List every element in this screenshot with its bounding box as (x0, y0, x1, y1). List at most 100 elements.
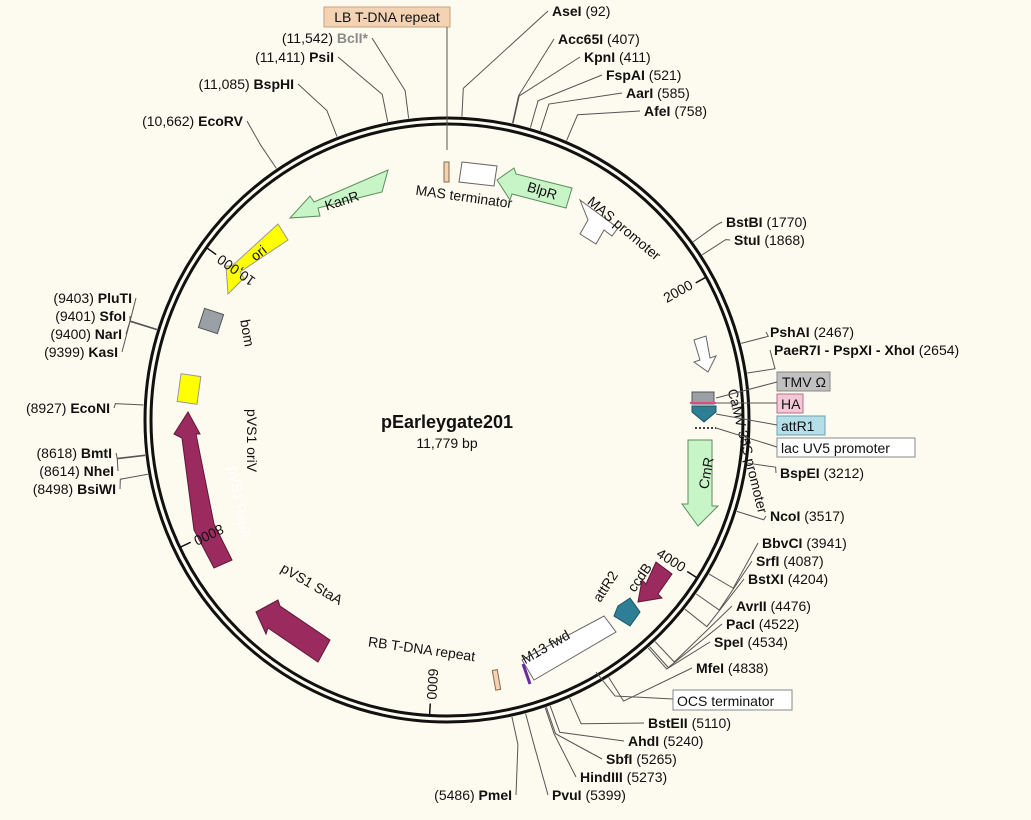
site-pvui-position: (5399) (585, 787, 625, 803)
site-asei-name: AseI (552, 3, 582, 19)
site-ahdi-leader (549, 705, 625, 742)
site-sbfi-name: SbfI (606, 751, 632, 767)
site-bcli-label: (11,542) BclI* (282, 30, 369, 46)
ocs-label-box (672, 689, 793, 711)
site-bsiwi-label: (8498) BsiWI (33, 481, 116, 497)
site-bsphi-name: BspHI (254, 76, 294, 92)
site-econi-position: (8927) (26, 400, 66, 416)
site-stui-leader (701, 239, 731, 256)
lb-tdna-label: LB T-DNA repeat (334, 9, 440, 25)
cmr-label: CmR (695, 456, 716, 490)
site-bbvci-label: BbvCI (3941) (762, 535, 847, 551)
site-ncoi-position: (3517) (804, 508, 844, 524)
site-avrii-name: AvrII (736, 598, 767, 614)
ha-label: HA (781, 396, 801, 412)
site-bmti-name: BmtI (81, 445, 112, 461)
mas-promoter-arrow (578, 198, 619, 245)
site-ahdi-position: (5240) (663, 733, 703, 749)
lacuv5-leader (715, 427, 778, 448)
site-pluti-label: (9403) PluTI (53, 290, 132, 306)
site-bsiwi-name: BsiWI (77, 481, 116, 497)
tick-4000-mark (686, 570, 698, 579)
site-pvui-leader (525, 713, 549, 796)
site-nhei-label: (8614) NheI (39, 463, 114, 479)
site-asei-label: AseI (92) (552, 3, 610, 19)
site-pluti-leader (129, 297, 158, 330)
site-bsiwi-position: (8498) (33, 481, 73, 497)
site-bcli-name: BclI* (337, 30, 369, 46)
site-pshai-label: PshAI (2467) (770, 324, 854, 340)
site-bbvci-name: BbvCI (762, 535, 802, 551)
tmv-label-box (776, 371, 831, 392)
site-psii-name: PsiI (309, 49, 334, 65)
site-nari-name: NarI (95, 326, 122, 342)
site-pluti-position: (9403) (53, 290, 93, 306)
site-afei-name: AfeI (644, 103, 670, 119)
site-bcli-leader (371, 37, 410, 119)
site-acc65i-leader (511, 38, 555, 124)
site-pvui-name: PvuI (552, 787, 582, 803)
m13-fwd-feature (521, 615, 617, 681)
site-bspei-name: BspEI (780, 465, 820, 481)
site-bmti-position: (8618) (37, 445, 77, 461)
lacuv5-label-box (776, 437, 916, 458)
site-afei-position: (758) (674, 103, 707, 119)
site-econi-name: EcoNI (70, 400, 110, 416)
site-bcli-position: (11,542) (282, 30, 333, 46)
pvs1-repa-arrow (173, 411, 233, 569)
cmr-arrow (681, 439, 720, 527)
site-bstxi-name: BstXI (748, 571, 784, 587)
site-ncoi-label: NcoI (3517) (770, 508, 845, 524)
restriction-sites: AseI (92)Acc65I (407)KpnI (411)FspAI (52… (26, 3, 959, 803)
attr2-arrow (613, 597, 641, 627)
site-kasi-leader (121, 320, 157, 353)
site-psii-leader (337, 56, 389, 122)
site-bsteii-leader (569, 697, 645, 725)
site-kpni-position: (411) (619, 49, 651, 65)
site-ecorv-position: (10,662) (142, 113, 194, 129)
plasmid-size: 11,779 bp (416, 435, 477, 451)
site-ncoi-name: NcoI (770, 508, 800, 524)
m13-fwd-marker (521, 663, 532, 685)
site-spei-label: SpeI (4534) (714, 634, 788, 650)
attr1-label: attR1 (781, 418, 815, 434)
site-srfi-label: SrfI (4087) (756, 553, 824, 569)
site-srfi-position: (4087) (783, 553, 823, 569)
attr1-label-box (776, 415, 826, 436)
site-sfoi-position: (9401) (55, 308, 95, 324)
site-ncoi-leader (736, 510, 767, 521)
rb-tdna-label: RB T-DNA repeat (367, 633, 476, 664)
bom-feature (197, 307, 225, 335)
site-stui-position: (1868) (764, 232, 804, 248)
site-fspai-leader (529, 74, 603, 128)
blpr-arrow (496, 167, 573, 209)
site-nari-label: (9400) NarI (50, 326, 122, 342)
mas-terminator-feature (458, 161, 498, 187)
site-fspai-label: FspAI (521) (606, 67, 681, 83)
site-bspei-position: (3212) (824, 465, 864, 481)
ori-arrow (225, 223, 289, 296)
site-afei-leader (566, 110, 641, 141)
site-bmti-label: (8618) BmtI (37, 445, 112, 461)
site-bstbi-position: (1770) (766, 214, 806, 230)
site-bstxi-position: (4204) (788, 571, 828, 587)
site-econi-leader (113, 403, 144, 409)
site-mfei-label: MfeI (4838) (696, 660, 768, 676)
site-asei-leader (461, 10, 549, 117)
site-bbvci-position: (3941) (806, 535, 846, 551)
tick-6000-mark (428, 703, 432, 716)
site-psii-label: (11,411) PsiI (255, 49, 334, 65)
site-sfoi-name: SfoI (100, 308, 126, 324)
tick-2000-label: 2000 (660, 277, 695, 306)
site-acc65i-name: Acc65I (558, 31, 603, 47)
lb-tdna-marker (443, 161, 450, 183)
site-hindiii-name: HindIII (580, 769, 623, 785)
site-fspai-position: (521) (649, 67, 682, 83)
site-sbfi-position: (5265) (636, 751, 676, 767)
pvs1-staa-label: pVS1 StaA (278, 560, 346, 608)
site-aari-position: (585) (657, 85, 690, 101)
site-ahdi-name: AhdI (628, 733, 659, 749)
site-mfei-leader (608, 667, 693, 702)
site-aari-leader (539, 92, 623, 131)
